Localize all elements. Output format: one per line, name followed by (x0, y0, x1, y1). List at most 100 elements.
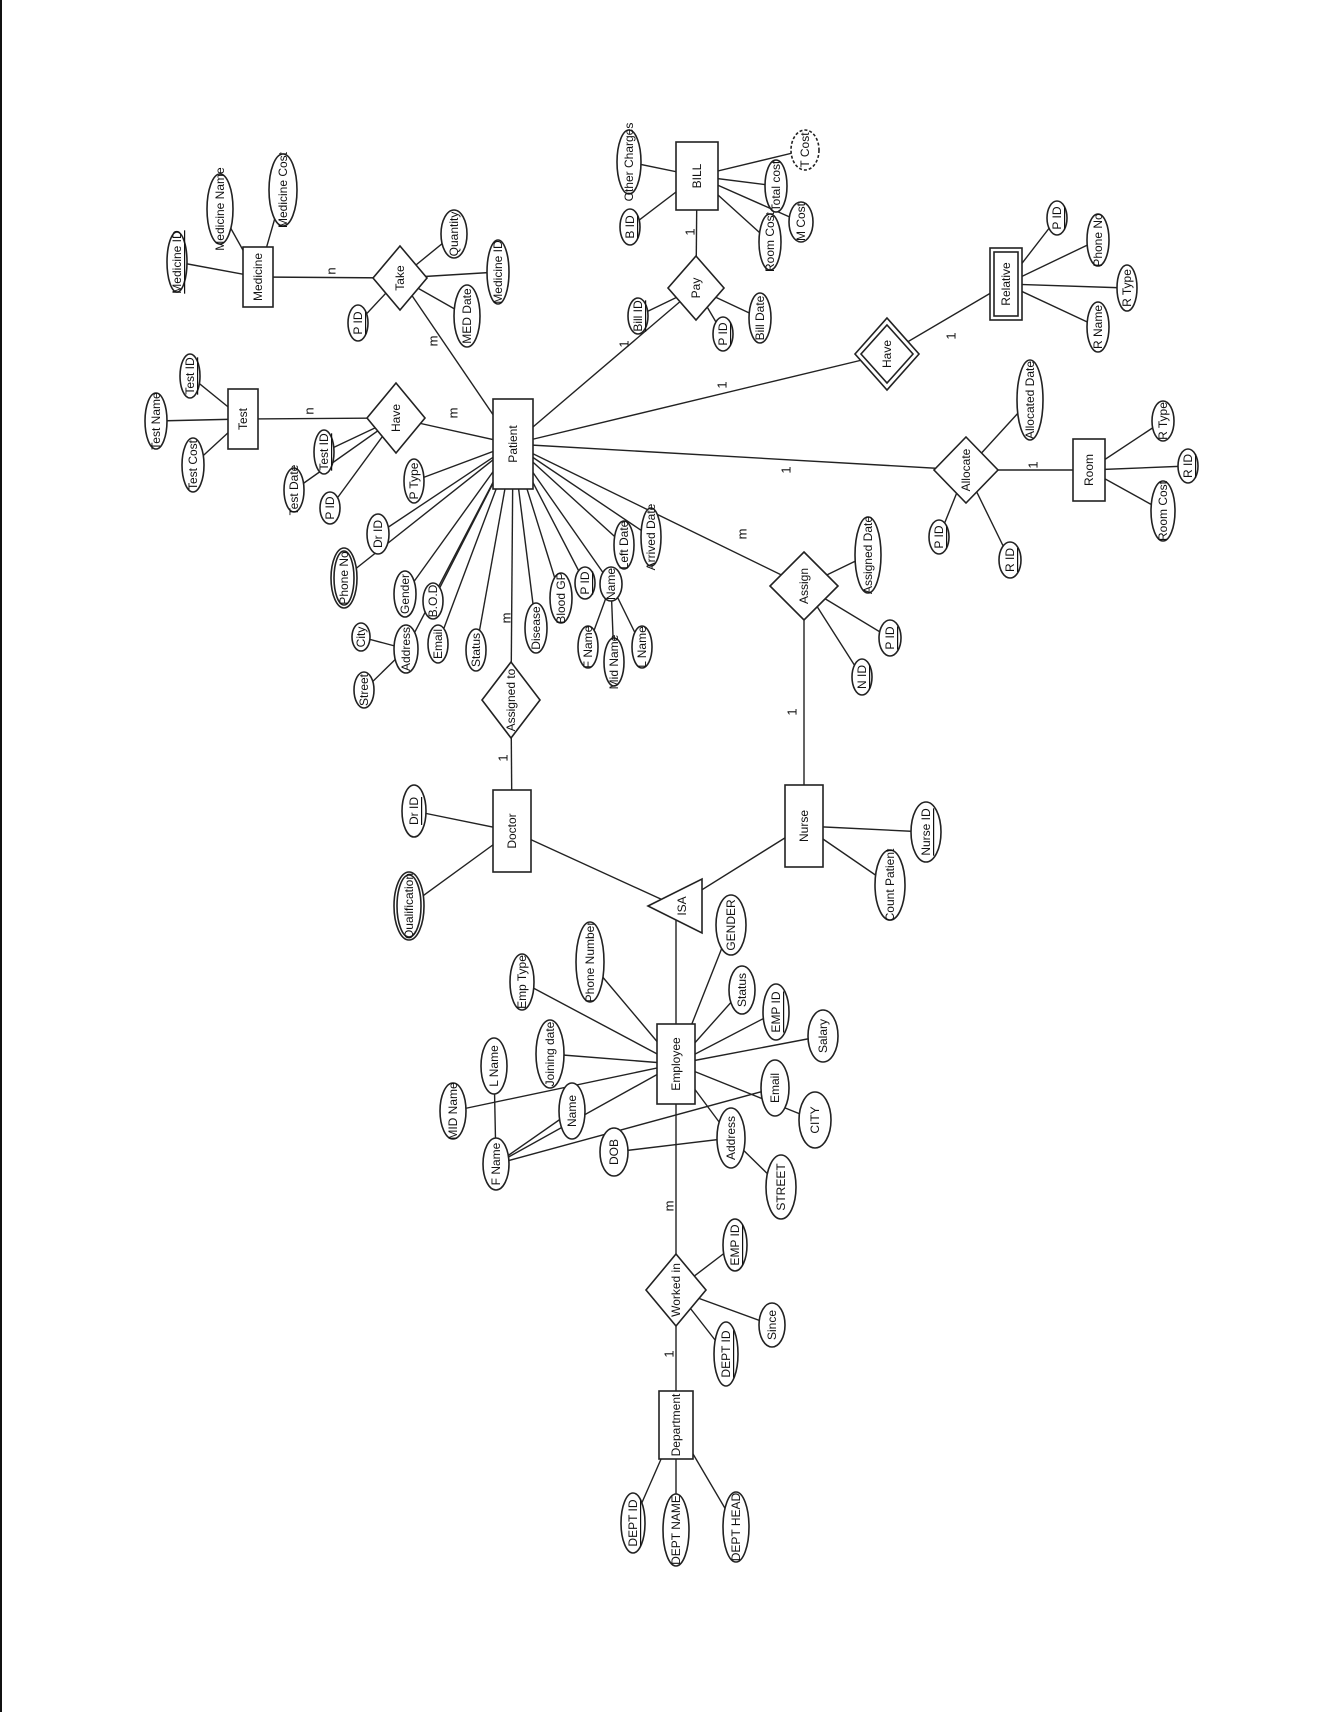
attribute-ellipse (910, 801, 942, 863)
connector-line (675, 1035, 824, 1065)
attribute-label: R Name (1091, 305, 1105, 349)
cardinality-label: m (735, 529, 750, 540)
attribute-label: Bill Date (753, 295, 767, 340)
relationship-diamond (644, 1252, 708, 1328)
attribute-ellipse (353, 671, 375, 709)
attribute-p-type: P Type (403, 458, 425, 504)
attribute-mid-name: MID Name (439, 1082, 467, 1140)
attribute-ellipse (874, 849, 906, 921)
attribute-label: CITY (808, 1106, 822, 1133)
entity-box (656, 1023, 696, 1105)
attribute-ellipse (1016, 359, 1044, 441)
attribute-ellipse (1086, 301, 1110, 353)
attribute-street: STREET (765, 1154, 797, 1220)
attribute-ellipse (765, 1154, 797, 1220)
attribute-test-id: Test ID (179, 353, 201, 399)
cardinality-label: m (426, 336, 441, 347)
relationship-label: Pay (689, 278, 703, 299)
relationship-label: Allocate (959, 448, 973, 491)
attribute-ellipse (728, 965, 756, 1015)
weak-entity-inner-box (993, 251, 1019, 317)
attribute-ellipse (549, 572, 573, 624)
attribute-ellipse (347, 304, 369, 342)
attribute-label: Phone No (1091, 213, 1105, 267)
attribute-ellipse (807, 1009, 839, 1063)
attribute-label: T Cost (798, 132, 812, 168)
attribute-blood-gp: Blood GP (549, 572, 573, 624)
attribute-ellipse (998, 541, 1022, 579)
attribute-label: Status (469, 633, 483, 667)
attribute-ellipse (715, 894, 747, 956)
entity-box (784, 784, 824, 868)
attribute-label: DEPT ID (626, 1499, 640, 1546)
page-left-border (0, 0, 2, 1712)
attribute-dept-id: DEPT ID (620, 1492, 646, 1554)
attribute-label: Test Name (149, 392, 163, 450)
connector-line (495, 1087, 776, 1165)
attribute-p-id: P ID (574, 566, 596, 600)
attribute-count-patient: Count Patient (874, 848, 906, 921)
relationship-assigned-to: Assigned to (480, 660, 542, 740)
entity-label: Patient (506, 425, 520, 463)
entity-test: Test (227, 388, 259, 450)
attribute-ellipse (486, 239, 510, 305)
attribute-label: Quantity (447, 212, 461, 257)
attribute-medicine-id: Medicine ID (486, 239, 510, 305)
entity-relative: Relative (989, 247, 1023, 321)
attribute-salary: Salary (807, 1009, 839, 1063)
attribute-r-type: R Type (1116, 264, 1138, 312)
attribute-dr-id: Dr ID (366, 513, 390, 555)
attribute-label: F Name (581, 625, 595, 668)
entity-patient: Patient (492, 398, 534, 490)
attribute-ellipse (603, 637, 625, 687)
relationship-label: Worked in (669, 1263, 683, 1317)
attribute-allocated-date: Allocated Date (1016, 359, 1044, 441)
attribute-name: Name (599, 566, 623, 602)
attribute-street: Street (353, 671, 375, 709)
attribute-address: Address (716, 1107, 746, 1169)
attribute-ellipse (662, 1493, 690, 1567)
relationship-diamond (768, 550, 840, 622)
attribute-ellipse (1046, 200, 1068, 236)
attribute-ellipse (928, 519, 950, 555)
attribute-ellipse (748, 292, 772, 344)
attribute-r-name: R Name (1086, 301, 1110, 353)
cardinality-label: 1 (617, 340, 632, 347)
entity-label: Department (669, 1393, 683, 1456)
attribute-p-id: P ID (1046, 200, 1068, 236)
attribute-label: L Name (635, 626, 649, 668)
attribute-m-cost: M Cost (788, 201, 814, 243)
entity-medicine: Medicine (242, 246, 274, 308)
isa-shape (646, 877, 703, 935)
connector-lines (155, 149, 1189, 1530)
entity-label: Employee (669, 1037, 683, 1091)
attribute-joining-date: Joining date (535, 1019, 565, 1089)
attribute-ellipse (440, 209, 468, 259)
attribute-label: Address (399, 627, 413, 671)
attribute-nurse-id: Nurse ID (910, 801, 942, 863)
attribute-label: Phone No (337, 551, 351, 605)
attribute-l-name: L Name (480, 1037, 508, 1095)
entity-label: Relative (999, 262, 1013, 306)
entity-box (492, 789, 532, 873)
attribute-city: CITY (798, 1091, 832, 1149)
attribute-ellipse (535, 1019, 565, 1089)
connector-line (613, 1137, 732, 1153)
attribute-label: Email (431, 629, 445, 659)
attribute-arrived-date: Arrived Date (640, 503, 662, 570)
attribute-dept-id: DEPT ID (713, 1321, 739, 1387)
attribute-ellipse (144, 392, 168, 450)
attribute-label: P ID (932, 525, 946, 548)
attribute-ellipse (453, 284, 481, 348)
attribute-label: R Type (1120, 269, 1134, 307)
attribute-room-cost: Room Cost (1150, 480, 1176, 542)
attribute-dr-id: Dr ID (401, 784, 427, 838)
attribute-label: Status (735, 973, 749, 1007)
attribute-ellipse (166, 231, 188, 293)
cardinality-label: 1 (779, 466, 794, 473)
attribute-label: Qualification (402, 873, 416, 939)
relationship-label: Assign (797, 568, 811, 604)
attribute-p-id: P ID (712, 316, 734, 352)
attribute-ellipse (465, 628, 487, 672)
